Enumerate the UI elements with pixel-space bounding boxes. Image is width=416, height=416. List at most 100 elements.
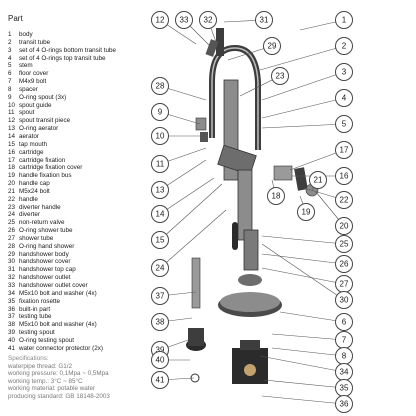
callout-number: 6	[342, 318, 347, 327]
part-label: O-ring aerator	[19, 125, 59, 133]
leader-line	[271, 333, 345, 341]
leader-line	[261, 123, 345, 129]
callout-number: 39	[156, 346, 165, 355]
callout-22: 22	[335, 191, 353, 209]
callout-circle	[151, 351, 169, 369]
callout-14: 14	[151, 205, 169, 223]
callout-28: 28	[151, 77, 169, 95]
callout-12: 12	[151, 11, 169, 29]
testing-tube	[191, 257, 201, 309]
spec-line: working pressure: 0,1Mpa ~ 0,5Mpa	[8, 370, 109, 378]
callout-number: 19	[302, 208, 311, 217]
part-label: floor cover	[19, 70, 49, 78]
cartridge-piece	[273, 165, 293, 181]
part-label: O-ring spout (3x)	[19, 93, 67, 101]
callout-9: 9	[151, 103, 169, 121]
part-label: water connector protector (2x)	[19, 344, 103, 352]
spec-line: working material: potable water	[8, 385, 96, 393]
callout-circle	[335, 63, 353, 81]
callout-number: 7	[342, 336, 347, 345]
callout-circle	[263, 37, 281, 55]
leader-line	[261, 395, 345, 405]
part-label: cartridge	[19, 148, 44, 156]
callout-circle	[297, 203, 315, 221]
part-number: 14	[8, 132, 16, 140]
callout-17: 17	[335, 141, 353, 159]
leader-line	[261, 235, 345, 245]
leader-line	[261, 243, 345, 301]
part-number: 8	[8, 85, 12, 93]
callout-23: 23	[271, 67, 289, 85]
callout-number: 37	[156, 292, 165, 301]
part-number: 9	[8, 93, 12, 101]
callout-circle	[151, 313, 169, 331]
callout-number: 30	[340, 296, 349, 305]
part-label: testing spout	[19, 329, 55, 337]
callout-number: 8	[342, 352, 347, 361]
callout-circle	[309, 171, 327, 189]
callout-circle	[151, 77, 169, 95]
part-number: 19	[8, 172, 16, 180]
part-label: handshower outlet cover	[19, 282, 88, 289]
part-label: set of 4 O-rings bottom transit tube	[19, 46, 116, 54]
callout-3: 3	[335, 63, 353, 81]
leader-line	[261, 253, 345, 265]
callout-35: 35	[335, 379, 353, 397]
callout-number: 4	[342, 94, 347, 103]
part-number: 4	[8, 54, 12, 62]
callout-4: 4	[335, 89, 353, 107]
callout-34: 34	[335, 363, 353, 381]
callout-number: 24	[156, 264, 165, 273]
part-number: 34	[8, 289, 16, 297]
part-label: fixation rosette	[19, 297, 60, 305]
callout-number: 16	[340, 172, 349, 181]
spec-line: producing standard: GB 18148-2003	[8, 392, 110, 400]
faucet-drawing	[186, 28, 319, 384]
part-label: handshower cover	[19, 258, 71, 266]
part-label: spout	[19, 109, 35, 117]
callout-circle	[151, 231, 169, 249]
diverter-block	[217, 144, 257, 176]
callout-number: 26	[340, 260, 349, 269]
stem-lower	[237, 169, 253, 241]
part-number: 29	[8, 250, 16, 258]
part-label: cartridge fixation	[19, 156, 66, 164]
callout-circle	[267, 187, 285, 205]
part-number: 1	[8, 31, 12, 38]
parts-list-title: Part	[8, 14, 23, 23]
part-number: 30	[8, 258, 16, 266]
callout-circle	[335, 11, 353, 29]
part-number: 20	[8, 180, 16, 188]
callout-number: 32	[204, 16, 213, 25]
part-number: 18	[8, 164, 16, 172]
callout-circle	[151, 205, 169, 223]
built-in-part-top	[240, 340, 260, 350]
callout-circle	[335, 141, 353, 159]
callout-number: 21	[314, 176, 323, 185]
callout-1: 1	[335, 11, 353, 29]
leader-line	[159, 209, 227, 269]
callout-number: 28	[156, 82, 165, 91]
part-label: handshower outlet	[19, 274, 71, 282]
callout-circle	[335, 167, 353, 185]
floor-cover	[238, 274, 262, 286]
aerator-piece	[195, 117, 207, 131]
callout-15: 15	[151, 231, 169, 249]
part-number: 32	[8, 274, 16, 282]
